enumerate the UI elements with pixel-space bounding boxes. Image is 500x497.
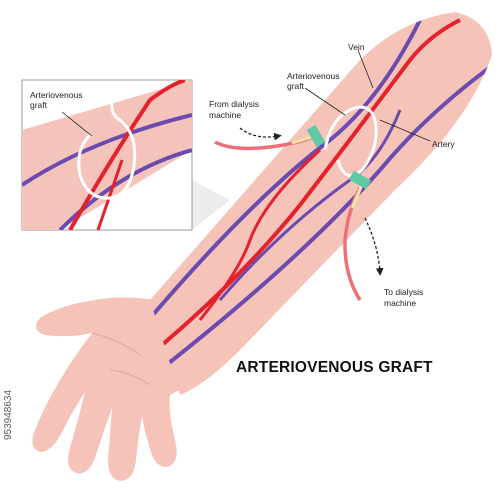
clamp-in xyxy=(306,124,326,148)
arm xyxy=(32,12,492,481)
arrow-to-machine xyxy=(364,217,384,276)
vein-upper xyxy=(150,19,422,332)
dialysis-tubing xyxy=(214,124,384,301)
inset-vein-bottom xyxy=(58,148,192,230)
artery-label: Artery xyxy=(432,139,455,149)
vein-leader xyxy=(357,49,374,89)
artery-leader xyxy=(379,119,431,142)
inset-zoom: Arteriovenous graft xyxy=(21,79,230,231)
inset-graft-label: Arteriovenous graft xyxy=(30,90,85,110)
inset-skin xyxy=(22,80,192,230)
inset-artery xyxy=(68,80,186,230)
clamp-out xyxy=(348,170,372,190)
hand-shape xyxy=(32,297,240,481)
artery-branch xyxy=(198,148,322,321)
vein-label: Vein xyxy=(348,42,365,52)
inset-graft-leader xyxy=(61,111,93,137)
from-machine-label: From dialysis machine xyxy=(209,99,261,120)
diagram-title: ARTERIOVENOUS GRAFT xyxy=(236,359,433,376)
graft-label: Arteriovenous graft xyxy=(287,71,342,91)
palm-crease xyxy=(91,332,141,356)
graft-leader xyxy=(304,87,346,116)
inset-graft-loop xyxy=(77,99,137,200)
inset-projection xyxy=(192,180,230,230)
thumb-crease xyxy=(109,369,151,386)
inset-vein-top xyxy=(22,113,192,187)
vein-branch xyxy=(218,109,402,301)
stock-watermark-id: 953948634 xyxy=(3,390,14,440)
to-machine-label: To dialysis machine xyxy=(384,287,426,308)
inset-artery-branch xyxy=(96,159,124,230)
arrow-from-machine xyxy=(239,127,282,141)
